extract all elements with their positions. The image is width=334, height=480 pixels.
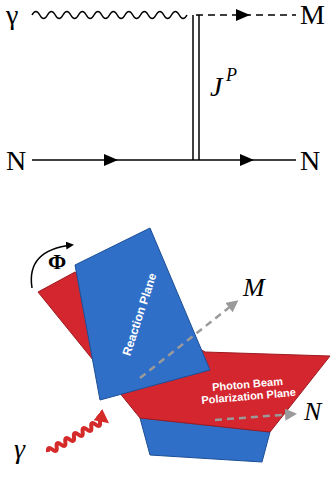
photon-wave	[47, 417, 106, 455]
arrowhead	[236, 9, 250, 21]
nucleon-direction	[215, 414, 294, 420]
nucleon-line	[32, 159, 296, 161]
meson-direction	[140, 302, 236, 378]
particle-label: M	[300, 0, 325, 31]
reaction-plane	[75, 228, 210, 400]
exchange-superscript: P	[226, 66, 237, 86]
particle-label: γ	[6, 0, 18, 31]
angle-arc	[31, 245, 72, 288]
particle-label: γ	[14, 434, 25, 465]
photon-line	[32, 12, 187, 19]
particle-label: N	[304, 398, 321, 427]
arrowhead	[104, 154, 118, 166]
arrowhead	[240, 154, 254, 166]
particle-label: N	[6, 146, 26, 177]
particle-label: M	[243, 274, 265, 303]
angle-label: Φ	[48, 250, 66, 274]
particle-label: N	[300, 146, 320, 177]
exchange-line	[198, 15, 200, 160]
exchange-line	[192, 15, 194, 160]
exchange-label: J	[210, 72, 222, 103]
